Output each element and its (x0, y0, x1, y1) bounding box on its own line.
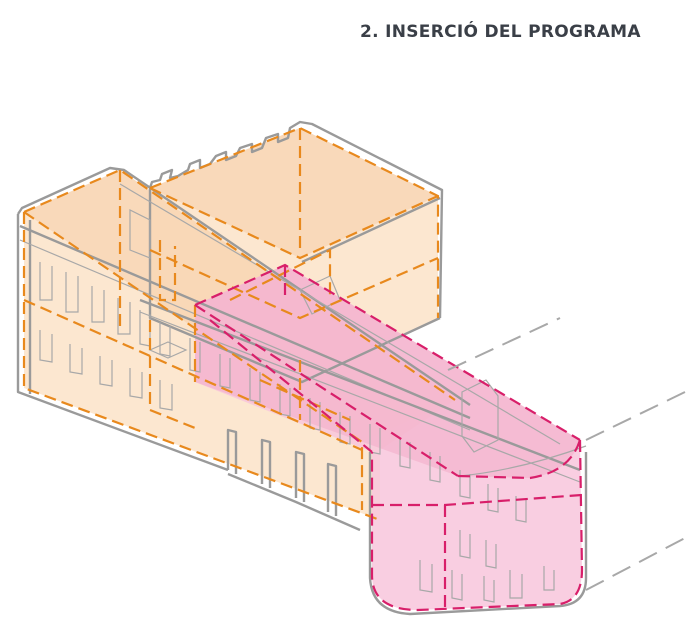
projection-guide-lines (447, 317, 686, 591)
orange-dashed-outlines (22, 126, 456, 522)
existing-building (16, 120, 588, 616)
magenta-dashed-outlines (194, 263, 584, 612)
magenta-program-volume (195, 265, 582, 610)
page-title: 2. INSERCIÓ DEL PROGRAMA (360, 22, 641, 42)
